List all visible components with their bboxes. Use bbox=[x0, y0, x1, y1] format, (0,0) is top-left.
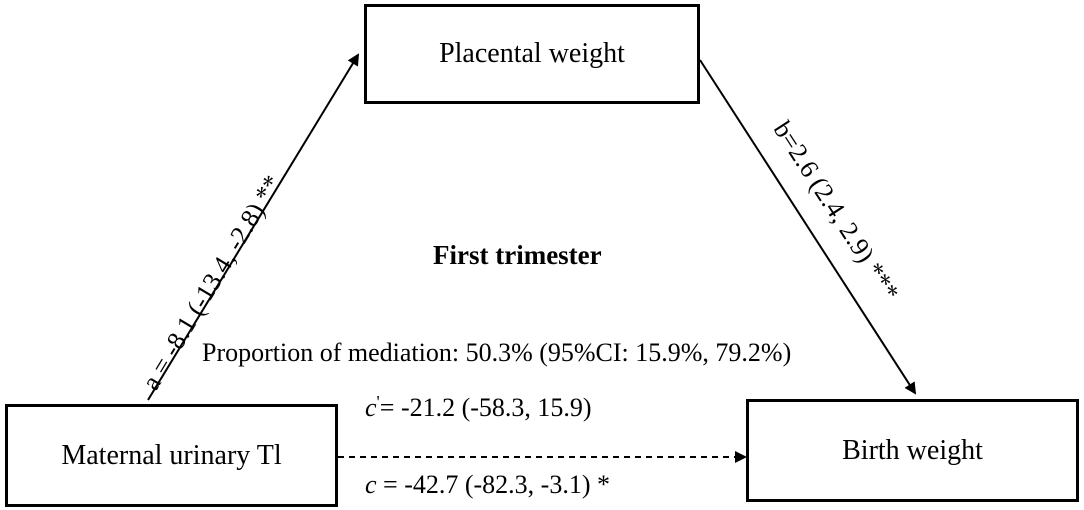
c-total-value: = -42.7 (-82.3, -3.1) * bbox=[376, 470, 611, 499]
path-a-arrow bbox=[147, 53, 360, 401]
mediator-label: Placental weight bbox=[439, 38, 625, 69]
exposure-label: Maternal urinary Tl bbox=[61, 439, 282, 471]
center-title: First trimester bbox=[433, 240, 602, 270]
exposure-box: Maternal urinary Tl bbox=[5, 404, 338, 507]
c-prime-label: c'= -21.2 (-58.3, 15.9) bbox=[365, 392, 592, 423]
proportion-text: Proportion of mediation: 50.3% (95%CI: 1… bbox=[202, 338, 792, 367]
c-prime-symbol: c bbox=[365, 393, 377, 422]
outcome-box: Birth weight bbox=[746, 399, 1079, 502]
c-total-symbol: c bbox=[365, 470, 377, 499]
c-prime-value: = -21.2 (-58.3, 15.9) bbox=[379, 393, 592, 422]
c-prime-mark: ' bbox=[376, 392, 380, 412]
mediator-box: Placental weight bbox=[364, 4, 700, 104]
outcome-label: Birth weight bbox=[842, 434, 983, 466]
c-total-label: c = -42.7 (-82.3, -3.1) * bbox=[365, 470, 610, 500]
path-b-arrow bbox=[699, 59, 917, 395]
